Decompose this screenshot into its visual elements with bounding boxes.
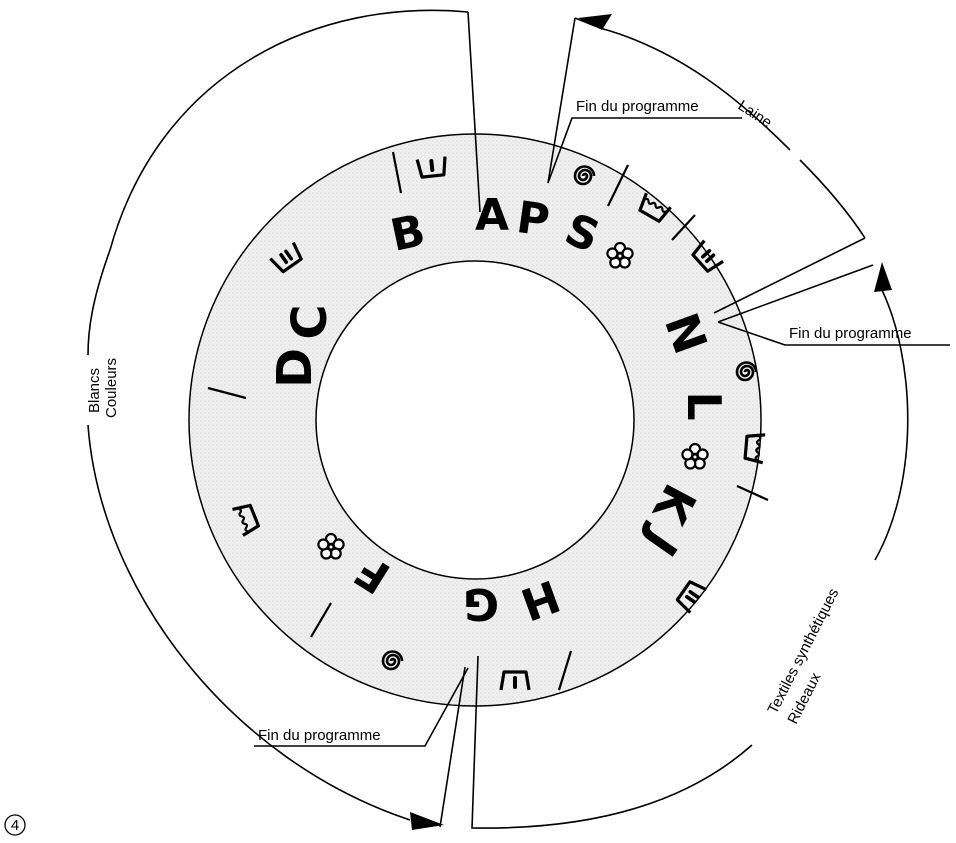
callout-couleurs: Couleurs	[103, 358, 120, 418]
arrowhead-blancs	[410, 812, 444, 830]
dial-inner-circle	[315, 260, 635, 580]
callout-fin-du-programme-right: Fin du programme	[789, 325, 912, 342]
letter-P: P	[514, 192, 553, 247]
callout-fin-du-programme-bottom: Fin du programme	[258, 727, 381, 744]
callout-fin-du-programme-top: Fin du programme	[576, 98, 699, 115]
arrowhead-textiles	[874, 262, 892, 292]
letter-D: D	[267, 348, 323, 388]
arrowheads	[410, 14, 892, 830]
leader-lines	[87, 9, 950, 829]
arrowhead-laine	[578, 14, 612, 30]
letter-C: C	[282, 304, 338, 339]
callout-blancs: Blancs	[86, 368, 103, 413]
figure-number-text: 4	[11, 817, 19, 834]
callout-laine: Laine	[735, 97, 775, 131]
letter-G: G	[463, 578, 499, 629]
segment-dividers	[207, 151, 769, 691]
letter-A: A	[475, 190, 509, 241]
figure-number: 4	[4, 814, 26, 836]
letter-L: L	[677, 391, 731, 420]
